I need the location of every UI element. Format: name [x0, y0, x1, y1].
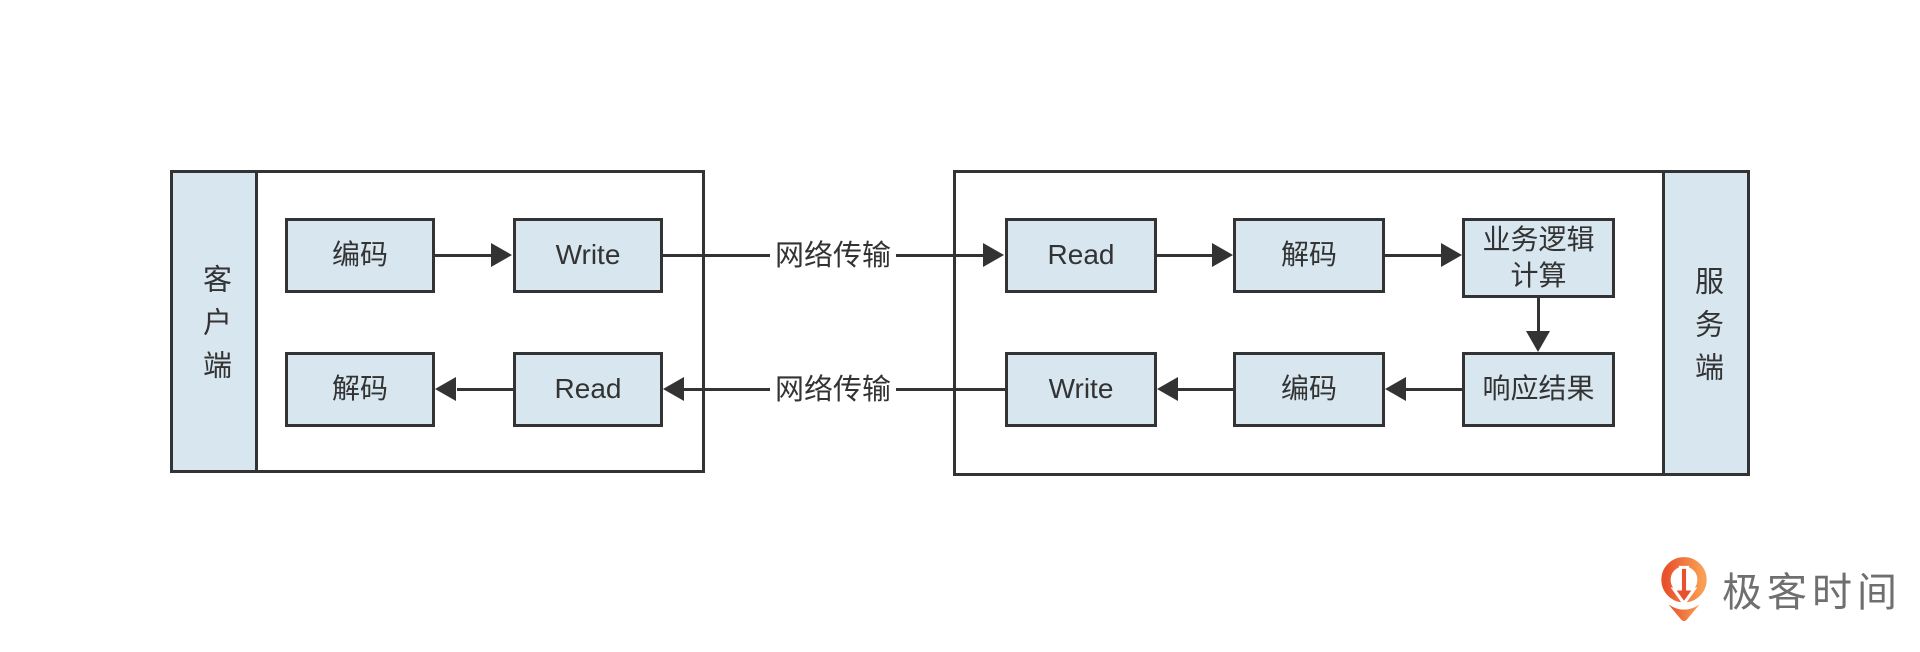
network-request-line-right [893, 254, 984, 257]
network-request-label: 网络传输 [770, 234, 896, 278]
arrow-server-response-to-encode-head-icon [1385, 377, 1406, 401]
arrow-server-encode-to-write-head-icon [1157, 377, 1178, 401]
server-write-box: Write [1005, 352, 1157, 427]
server-read-box: Read [1005, 218, 1157, 293]
client-label-strip: 客户端 [170, 170, 258, 473]
arrow-server-response-to-encode-line [1406, 388, 1462, 391]
geektime-logo-icon [1661, 557, 1707, 622]
arrow-server-decode-to-logic-line [1385, 254, 1442, 257]
server-response-box: 响应结果 [1462, 352, 1615, 427]
arrow-client-read-to-decode-head-icon [435, 377, 456, 401]
client-decode-box: 解码 [285, 352, 435, 427]
client-label: 客户端 [198, 264, 231, 393]
arrow-server-decode-to-logic-head-icon [1441, 243, 1462, 267]
arrow-client-encode-to-write-line [435, 254, 493, 257]
client-write-box: Write [513, 218, 663, 293]
client-read-box: Read [513, 352, 663, 427]
arrow-server-logic-to-response-line [1537, 298, 1540, 332]
network-response-label: 网络传输 [770, 368, 896, 412]
client-encode-box: 编码 [285, 218, 435, 293]
arrow-client-read-to-decode-line [457, 388, 513, 391]
server-encode-box: 编码 [1233, 352, 1385, 427]
server-label: 服务端 [1690, 265, 1723, 395]
network-response-line-left [684, 388, 770, 391]
server-decode-box: 解码 [1233, 218, 1385, 293]
network-response-head-icon [663, 377, 684, 401]
arrow-server-encode-to-write-line [1178, 388, 1233, 391]
server-group-box [953, 170, 1750, 476]
network-request-head-icon [983, 243, 1004, 267]
network-response-line-right [893, 388, 1005, 391]
network-request-line-left [663, 254, 773, 257]
geektime-logo-text: 极客时间 [1722, 571, 1902, 615]
arrow-client-encode-to-write-head-icon [491, 243, 512, 267]
geektime-logo: 极客时间 [1658, 554, 1902, 624]
arrow-server-read-to-decode-line [1157, 254, 1213, 257]
server-logic-box: 业务逻辑 计算 [1462, 218, 1615, 298]
arrow-server-read-to-decode-head-icon [1212, 243, 1233, 267]
server-label-strip: 服务端 [1662, 170, 1750, 476]
arrow-server-logic-to-response-head-icon [1526, 331, 1550, 352]
